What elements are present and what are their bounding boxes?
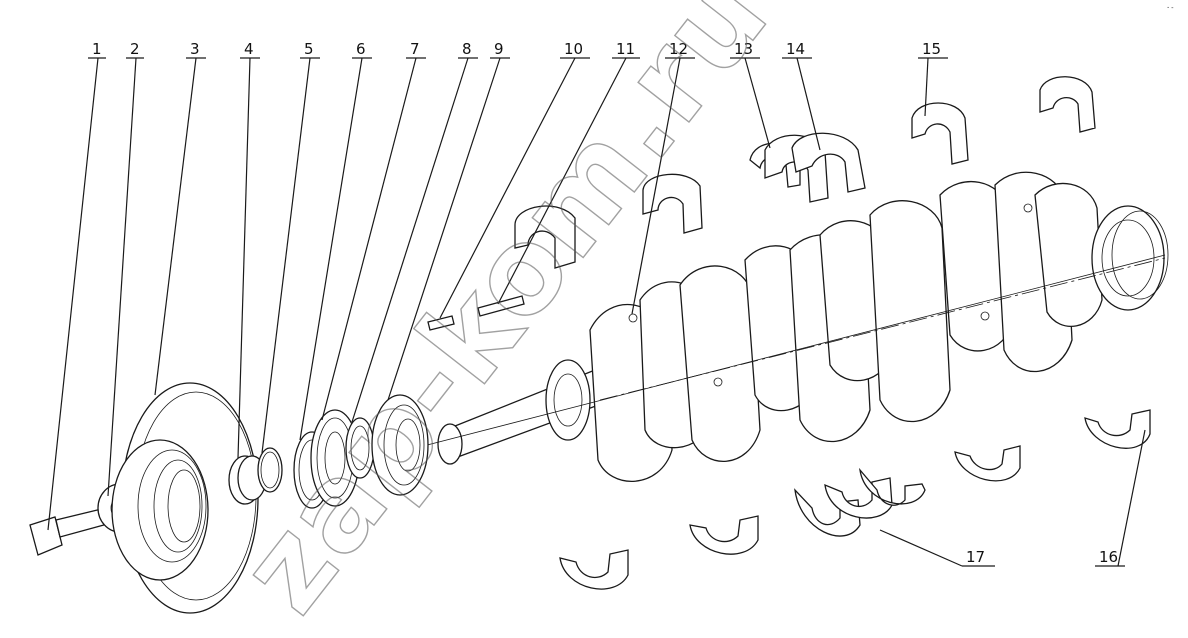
callout-11: 11 [616, 40, 635, 58]
callout-8: 8 [462, 40, 472, 58]
part-5-ring [257, 447, 283, 493]
part-lower-shell-2 [689, 515, 759, 555]
corner-mark: ·- [1166, 4, 1174, 12]
part-lower-shell-3 [954, 445, 1021, 482]
crankshaft [399, 171, 1169, 482]
callout-labels: 1 2 3 4 5 6 7 8 9 10 11 12 13 14 15 16 1… [92, 40, 1118, 566]
part-17-lower-thrust [794, 467, 926, 537]
callout-1: 1 [92, 40, 102, 58]
part-11-key [477, 295, 525, 317]
part-8-spacer [345, 417, 375, 479]
callout-9: 9 [494, 40, 504, 58]
callout-17: 17 [966, 548, 985, 566]
callout-7: 7 [410, 40, 420, 58]
part-9-helical-gear [371, 394, 429, 496]
callout-3: 3 [190, 40, 200, 58]
leader-lines [47, 57, 1146, 567]
callout-6: 6 [356, 40, 366, 58]
part-10-key [427, 315, 455, 331]
part-3-pulley [111, 382, 262, 614]
callout-13: 13 [734, 40, 753, 58]
callout-5: 5 [304, 40, 314, 58]
callout-16: 16 [1099, 548, 1118, 566]
part-14-upper-shell [791, 132, 866, 193]
part-12-upper-shell [514, 205, 576, 269]
part-15-upper-shell [911, 102, 969, 165]
callout-14: 14 [786, 40, 805, 58]
callout-12: 12 [669, 40, 688, 58]
callout-2: 2 [130, 40, 140, 58]
part-16-lower-shell [1084, 409, 1151, 449]
callout-10: 10 [564, 40, 583, 58]
callout-4: 4 [244, 40, 254, 58]
part-lower-shell-1 [559, 549, 629, 590]
part-15-upper-shell-2 [1039, 76, 1096, 133]
callout-15: 15 [922, 40, 941, 58]
